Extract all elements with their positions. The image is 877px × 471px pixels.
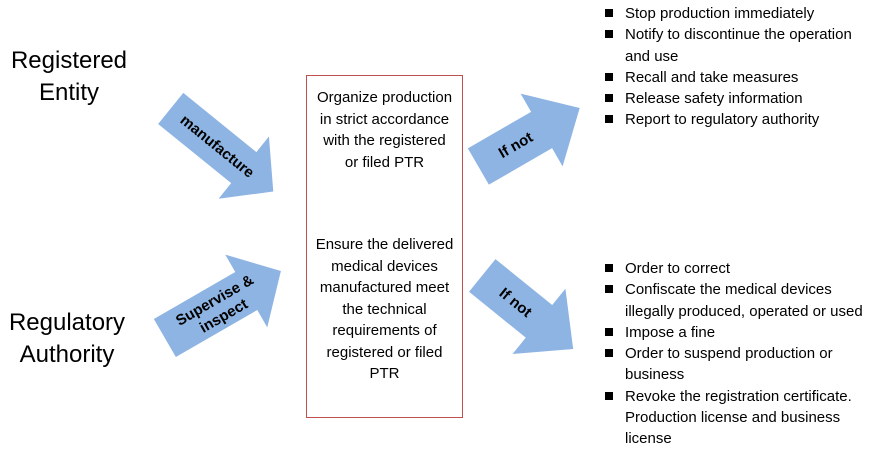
list-item: Order to correct	[604, 258, 876, 279]
list-item: Notify to discontinue the operation and …	[604, 24, 874, 67]
supervise-inspect-arrow: Supervise & inspect	[153, 254, 281, 358]
manufacture-arrow: manufacture	[158, 92, 274, 199]
authority-actions-list: Order to correct Confiscate the medical …	[604, 258, 876, 450]
if-not-bottom-arrow: If not	[469, 259, 574, 354]
list-item: Revoke the registration certificate. Pro…	[604, 386, 876, 450]
list-item: Order to suspend production or business	[604, 343, 876, 386]
list-item: Release safety information	[604, 88, 874, 109]
list-item: Confiscate the medical devices illegally…	[604, 279, 876, 322]
regulatory-authority-label: Regulatory Authority	[8, 309, 126, 368]
ensure-requirements-text: Ensure the delivered medical devices man…	[315, 236, 454, 382]
organize-production-text: Organize production in strict accordance…	[316, 89, 453, 171]
entity-actions-list: Stop production immediately Notify to di…	[604, 3, 874, 131]
list-item: Impose a fine	[604, 322, 876, 343]
if-not-top-arrow: If not	[467, 93, 580, 185]
list-item: Report to regulatory authority	[604, 109, 874, 130]
registered-entity-label: Registered Entity	[10, 47, 128, 106]
list-item: Stop production immediately	[604, 3, 874, 24]
obligations-box: Organize production in strict accordance…	[306, 75, 463, 418]
list-item: Recall and take measures	[604, 67, 874, 88]
